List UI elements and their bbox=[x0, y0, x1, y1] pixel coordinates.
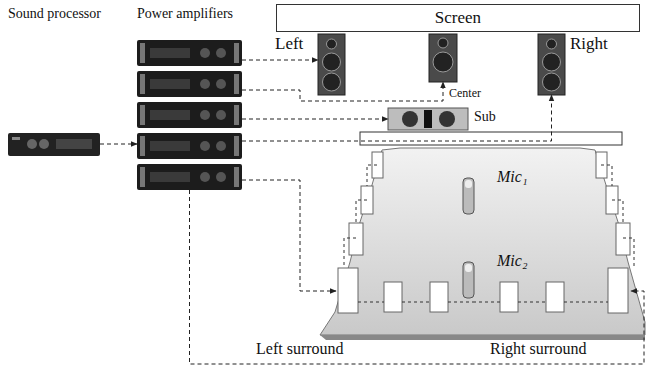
signal-connector bbox=[242, 119, 388, 120]
subwoofer bbox=[388, 108, 468, 130]
device-label: Power amplifiers bbox=[137, 6, 233, 22]
device-label: Sound processor bbox=[8, 6, 101, 22]
device-label: Right surround bbox=[490, 340, 586, 358]
power-amplifier bbox=[137, 71, 242, 97]
power-amplifier bbox=[137, 102, 242, 128]
signal-connector bbox=[242, 180, 336, 291]
right-surround-group: Right surround bbox=[496, 266, 631, 316]
surround-wiring bbox=[344, 165, 634, 302]
hall-floor-edge bbox=[320, 335, 645, 340]
power-amplifier bbox=[137, 40, 242, 66]
band-title: Screen bbox=[435, 8, 481, 28]
device-label: Right bbox=[570, 34, 608, 54]
left-speaker: Left bbox=[318, 34, 345, 95]
stage-band bbox=[360, 132, 622, 145]
microphone-label: Mic₂ bbox=[497, 252, 527, 270]
power-amplifier bbox=[137, 164, 242, 190]
signal-connector bbox=[242, 82, 443, 101]
right-speaker: Right bbox=[538, 34, 565, 95]
hall-floor bbox=[320, 148, 645, 335]
sound-processor: Sound processor bbox=[8, 133, 100, 156]
center-speaker: Center bbox=[429, 34, 457, 82]
signal-connector bbox=[190, 190, 645, 364]
device-label: Center bbox=[449, 87, 481, 101]
signal-connector bbox=[100, 144, 137, 145]
front-speakers bbox=[318, 34, 565, 95]
screen-band: Screen bbox=[276, 4, 640, 32]
amplifier-rack bbox=[137, 40, 242, 190]
signal-connector bbox=[242, 95, 552, 141]
device-label: Left bbox=[275, 34, 303, 54]
microphone bbox=[463, 178, 474, 298]
subwoofer: Sub bbox=[388, 108, 468, 130]
left-surround-group: Left surround bbox=[336, 266, 476, 316]
signal-connector bbox=[242, 60, 318, 61]
device-label: Sub bbox=[474, 109, 496, 125]
power-amplifier bbox=[137, 133, 242, 159]
wall-speakers bbox=[338, 152, 630, 313]
power-amplifiers: Power amplifiers bbox=[137, 40, 242, 190]
sound-processor-unit bbox=[8, 133, 100, 156]
microphone-label: Mic₁ bbox=[497, 168, 527, 186]
device-label: Left surround bbox=[256, 340, 344, 358]
